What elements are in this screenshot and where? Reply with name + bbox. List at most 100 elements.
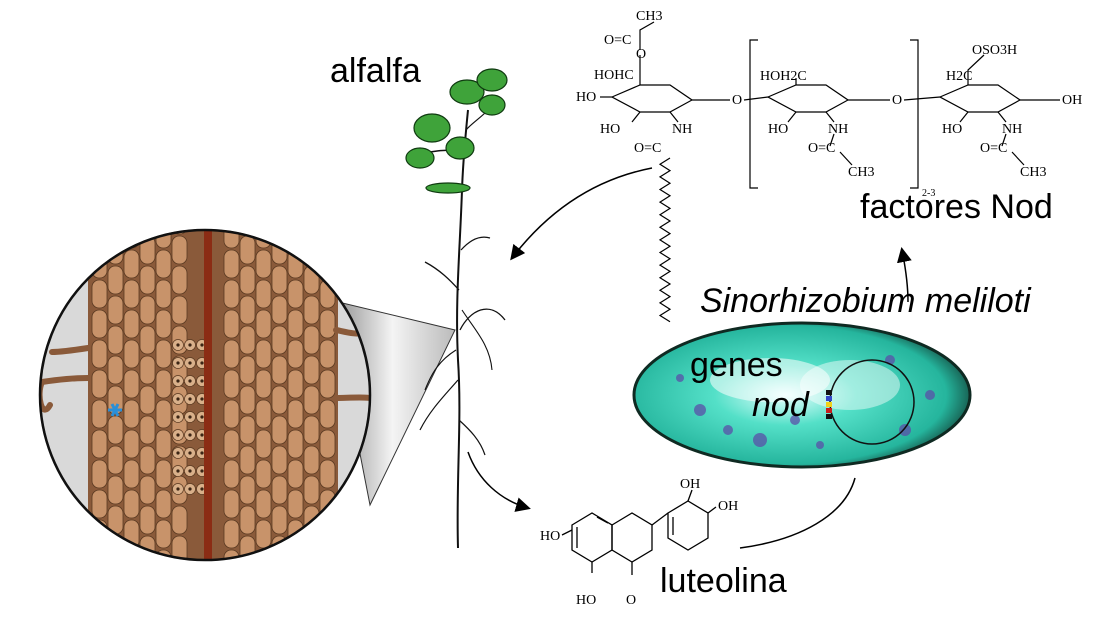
root-cell — [155, 489, 172, 519]
root-cell — [107, 355, 124, 385]
root-cell — [287, 399, 304, 429]
luteolin-labels: HO OH OH HO O — [540, 477, 738, 608]
chem-acyl-carbonyl: O=C — [634, 141, 661, 156]
root-cell — [223, 489, 240, 519]
cell-nucleus — [188, 487, 192, 491]
cell-nucleus — [188, 469, 192, 473]
root-cell — [287, 230, 304, 249]
cell-nucleus — [200, 397, 204, 401]
lut-ho-left: HO — [540, 529, 560, 544]
root-cell — [287, 489, 304, 519]
root-cell — [239, 385, 256, 415]
root-cell — [239, 325, 256, 355]
root-cell — [239, 235, 256, 265]
root-cell — [255, 309, 272, 339]
root-cell — [303, 295, 320, 325]
root-cell — [223, 459, 240, 489]
root-cell — [271, 385, 288, 415]
root-cell — [155, 459, 172, 489]
root-cell — [319, 309, 336, 339]
cell-nucleus — [176, 415, 180, 419]
label-luteolina: luteolina — [660, 562, 787, 600]
root-cell — [91, 369, 108, 399]
root-cell — [171, 295, 188, 325]
root-cell — [155, 369, 172, 399]
nod-factor-labels: CH3 O=C O HOHC HO HO NH O=C O HOH2C HO N… — [576, 9, 1082, 199]
root-cell — [139, 445, 156, 475]
root-cell — [239, 355, 256, 385]
chem-acetyl-o-2: O=C — [808, 141, 835, 156]
root-cell — [271, 415, 288, 445]
root-cell — [223, 519, 240, 549]
root-cell — [123, 549, 140, 560]
root-cell — [223, 309, 240, 339]
root-cell — [123, 249, 140, 279]
root-cell — [139, 230, 156, 235]
root-cell — [271, 475, 288, 505]
root-cell — [91, 429, 108, 459]
cell-nucleus — [176, 433, 180, 437]
root-cell — [271, 295, 288, 325]
cell-nucleus — [200, 451, 204, 455]
root-cell — [140, 566, 155, 594]
root-cell — [171, 230, 188, 235]
root-cell — [171, 265, 188, 295]
lut-ho-bottom: HO — [576, 593, 596, 608]
root-cell — [123, 369, 140, 399]
root-cell — [171, 505, 188, 535]
chem-hohc: HOHC — [594, 68, 634, 83]
cell-nucleus — [188, 379, 192, 383]
root-cell — [123, 279, 140, 309]
root-cell — [303, 325, 320, 355]
cell-nucleus — [176, 451, 180, 455]
chem-ho-right: HO — [942, 122, 962, 137]
root-cell — [139, 265, 156, 295]
alfalfa-leaves — [405, 68, 508, 194]
root-cell — [91, 309, 108, 339]
root-cell — [271, 505, 288, 535]
chem-nh-2: NH — [828, 122, 848, 137]
root-cell — [139, 325, 156, 355]
chem-acetyl-o-3: O=C — [980, 141, 1007, 156]
cell-nucleus — [176, 379, 180, 383]
root-cell — [139, 475, 156, 505]
root-cell — [108, 566, 123, 594]
root-cell — [271, 325, 288, 355]
root-cell — [107, 415, 124, 445]
label-alfalfa: alfalfa — [330, 52, 421, 90]
chem-ch3-2: CH3 — [848, 165, 874, 180]
root-cell — [223, 549, 240, 560]
root-cell — [287, 279, 304, 309]
root-cell — [107, 535, 124, 560]
cell-nucleus — [200, 379, 204, 383]
root-cell — [223, 279, 240, 309]
root-cell — [107, 265, 124, 295]
root-cell — [155, 519, 172, 549]
root-cell — [255, 339, 272, 369]
cell-nucleus — [200, 469, 204, 473]
root-cell — [271, 355, 288, 385]
root-cell — [223, 249, 240, 279]
root-cell — [287, 339, 304, 369]
root-cell — [287, 549, 304, 560]
root-cell — [91, 230, 108, 249]
root-cell — [319, 459, 336, 489]
root-cell — [155, 339, 172, 369]
root-cell — [255, 489, 272, 519]
bacterium-cell — [632, 321, 972, 469]
chem-ch3-top: CH3 — [636, 9, 662, 24]
root-cell — [155, 399, 172, 429]
chem-repeat-index: 2-3 — [922, 188, 935, 199]
root-cell — [303, 535, 320, 560]
root-cell — [139, 355, 156, 385]
root-cell — [319, 249, 336, 279]
root-cell — [303, 235, 320, 265]
root-cell — [255, 519, 272, 549]
root-cell — [239, 505, 256, 535]
root-cell — [139, 505, 156, 535]
root-cell — [123, 489, 140, 519]
lut-oh-right: OH — [718, 499, 738, 514]
label-factores-nod: factores Nod — [860, 188, 1053, 226]
cell-nucleus — [188, 415, 192, 419]
root-cell — [239, 475, 256, 505]
